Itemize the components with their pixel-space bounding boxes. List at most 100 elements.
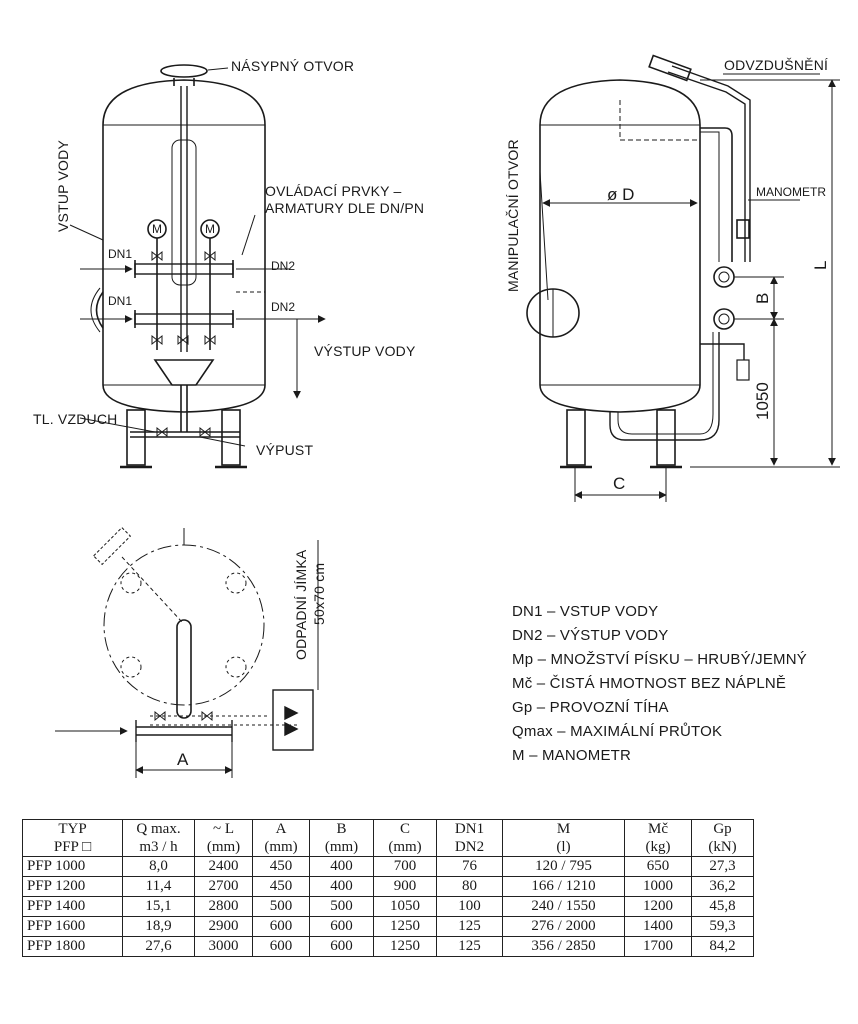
table-cell: 27,6 (122, 936, 195, 957)
table-cell: 125 (436, 936, 503, 957)
table-cell: 600 (309, 936, 374, 957)
table-cell: 59,3 (691, 916, 754, 937)
technical-drawing: NÁSYPNÝ OTVOR VSTUP VODY OVLÁDACÍ PRVKY … (33, 54, 840, 778)
table-cell: 1200 (624, 896, 692, 917)
legend-item: Qmax – MAXIMÁLNÍ PRŮTOK (512, 723, 723, 740)
label-dim-a: A (177, 750, 189, 769)
table-cell: 11,4 (122, 876, 195, 897)
table-cell: 125 (436, 916, 503, 937)
legend-item: Gp – PROVOZNÍ TÍHA (512, 699, 669, 716)
table-cell: 80 (436, 876, 503, 897)
table-cell: 1400 (624, 916, 692, 937)
table-cell: 500 (309, 896, 374, 917)
table-cell: 1700 (624, 936, 692, 957)
legend-item: Mp – MNOŽSTVÍ PÍSKU – HRUBÝ/JEMNÝ (512, 651, 807, 668)
table-cell: 400 (309, 856, 374, 877)
table-cell: PFP 1800 (22, 936, 123, 957)
table-cell: PFP 1200 (22, 876, 123, 897)
plan-header-pipe (176, 619, 192, 719)
waste-sump (272, 689, 314, 751)
table-cell: 2900 (194, 916, 253, 937)
label-dim-1050: 1050 (753, 382, 772, 420)
header-l: ~ L(mm) (194, 819, 253, 857)
table-cell: 240 / 1550 (502, 896, 625, 917)
table-cell: 1250 (373, 936, 437, 957)
table-cell: 27,3 (691, 856, 754, 877)
side-leg-left (566, 409, 586, 466)
table-cell: 36,2 (691, 876, 754, 897)
table-cell: 166 / 1210 (502, 876, 625, 897)
abbreviation-legend: DN1 – VSTUP VODY DN2 – VÝSTUP VODY Mp – … (512, 600, 852, 768)
label-sump-line2: 50x70 cm (311, 563, 327, 625)
label-dim-c: C (613, 474, 625, 493)
label-manometer: MANOMETR (756, 185, 826, 199)
table-cell: 8,0 (122, 856, 195, 877)
header-gp: Gp(kN) (691, 819, 754, 857)
label-vent: ODVZDUŠNĚNÍ (724, 57, 828, 73)
table-cell: 2400 (194, 856, 253, 877)
label-dn1-lower: DN1 (108, 294, 132, 308)
table-cell: 700 (373, 856, 437, 877)
label-controls-line1: OVLÁDACÍ PRVKY – (265, 183, 402, 199)
label-controls-line2: ARMATURY DLE DN/PN (265, 200, 424, 216)
label-manometer-left: M (152, 222, 162, 236)
table-cell: 2700 (194, 876, 253, 897)
side-leg-right (656, 409, 676, 466)
label-sump-line1: ODPADNÍ JÍMKA (293, 549, 309, 660)
table-cell: 15,1 (122, 896, 195, 917)
label-dn2-lower: DN2 (271, 300, 295, 314)
plan-view (55, 526, 319, 751)
header-qmax: Q max.m3 / h (122, 819, 195, 857)
table-cell: 356 / 2850 (502, 936, 625, 957)
label-dn1-upper: DN1 (108, 247, 132, 261)
front-view (69, 64, 326, 469)
table-cell: 650 (624, 856, 692, 877)
table-cell: 600 (252, 916, 310, 937)
table-cell: 1050 (373, 896, 437, 917)
table-cell: 1000 (624, 876, 692, 897)
table-cell: 45,8 (691, 896, 754, 917)
label-dim-l: L (811, 261, 830, 270)
table-cell: 400 (309, 876, 374, 897)
table-cell: 120 / 795 (502, 856, 625, 877)
side-dimensions (539, 73, 840, 502)
legend-item: DN1 – VSTUP VODY (512, 603, 659, 620)
table-cell: PFP 1600 (22, 916, 123, 937)
side-view (526, 54, 751, 469)
plan-dimensions (135, 742, 233, 778)
table-cell: PFP 1000 (22, 856, 123, 877)
table-cell: 2800 (194, 896, 253, 917)
front-leg-left (126, 409, 146, 466)
header-m: M(l) (502, 819, 625, 857)
side-vessel-shell (539, 79, 701, 413)
label-air-pressure: TL. VZDUCH (33, 411, 117, 427)
label-dim-b: B (753, 293, 772, 304)
header-c: C(mm) (373, 819, 437, 857)
table-cell: 600 (309, 916, 374, 937)
label-water-outlet: VÝSTUP VODY (314, 343, 416, 359)
table-cell: 600 (252, 936, 310, 957)
front-side-nozzle (95, 291, 104, 329)
table-cell: 900 (373, 876, 437, 897)
header-mc: Mč(kg) (624, 819, 692, 857)
table-cell: 450 (252, 856, 310, 877)
label-dn2-upper: DN2 (271, 259, 295, 273)
label-drain: VÝPUST (256, 442, 313, 458)
label-fill-opening: NÁSYPNÝ OTVOR (231, 58, 354, 74)
fill-opening-cover (160, 64, 208, 78)
label-water-inlet: VSTUP VODY (55, 140, 71, 232)
legend-item: M – MANOMETR (512, 747, 632, 764)
table-cell: 100 (436, 896, 503, 917)
legend-item: DN2 – VÝSTUP VODY (512, 627, 669, 644)
legend-item: Mč – ČISTÁ HMOTNOST BEZ NÁPLNĚ (512, 675, 787, 692)
label-manhole: MANIPULAČNÍ OTVOR (505, 139, 521, 292)
bottom-collector (153, 359, 215, 386)
vent-pipe (667, 71, 746, 262)
table-cell: PFP 1400 (22, 896, 123, 917)
